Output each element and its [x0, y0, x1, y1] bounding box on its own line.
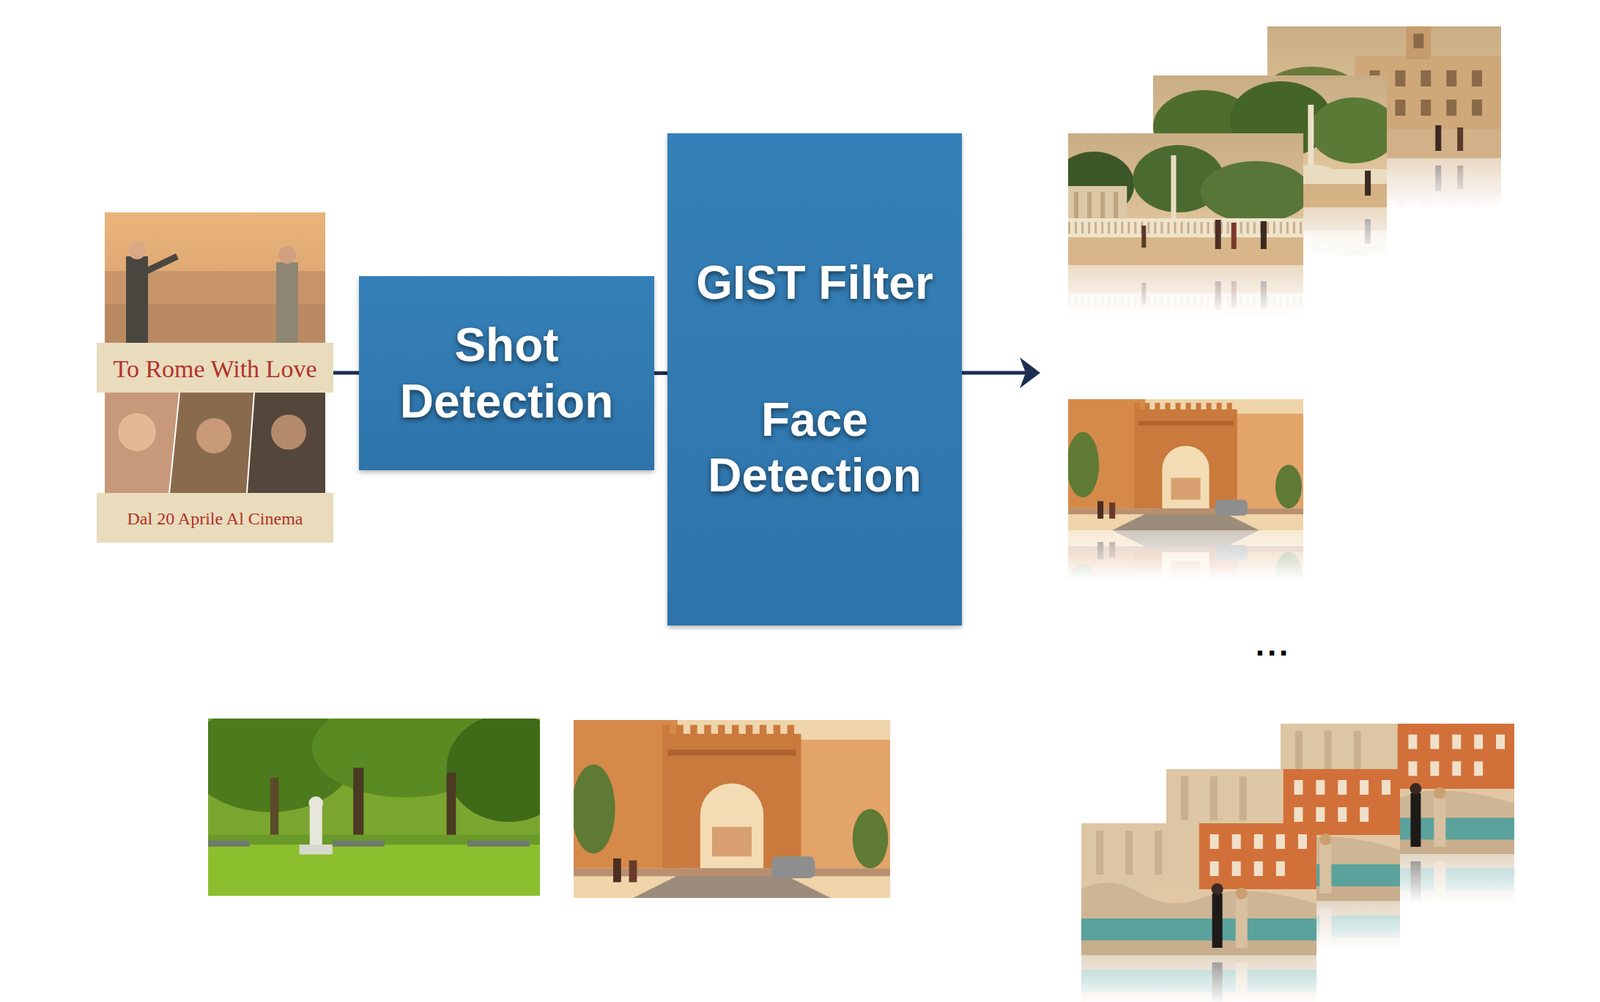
- process-box: Shot Detection: [358, 276, 655, 471]
- keyframe: [1066, 399, 1304, 531]
- keyframe-stack: [1053, 26, 1502, 398]
- connector-line: [654, 371, 668, 376]
- poster-title: To Rome With Love: [100, 347, 330, 392]
- movie-poster: [96, 212, 334, 543]
- ellipsis-mark: ...: [1221, 622, 1325, 667]
- example-frame: [571, 720, 891, 899]
- input-line: [333, 371, 362, 376]
- poster-tagline: Dal 20 Aprile Al Cinema: [96, 504, 334, 534]
- box-label: Face Detection: [683, 391, 946, 505]
- box-label: Shot Detection: [375, 317, 639, 431]
- box-label: GIST Filter: [695, 254, 934, 312]
- process-box: GIST FilterFace Detection: [667, 133, 962, 626]
- keyframe: [1053, 133, 1311, 266]
- output-arrowhead: [1019, 357, 1041, 389]
- example-frame: [187, 698, 572, 896]
- keyframe-stack: [1081, 723, 1515, 1002]
- keyframe-single: [1066, 399, 1304, 662]
- keyframe: [1081, 823, 1317, 956]
- output-arrow: [958, 371, 1028, 376]
